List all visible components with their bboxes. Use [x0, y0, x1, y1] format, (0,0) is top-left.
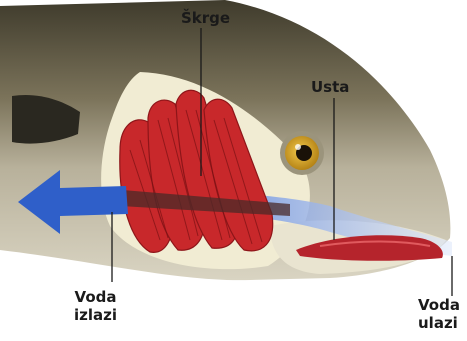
- label-water-out-line2: izlazi: [74, 306, 117, 324]
- label-mouth: Usta: [311, 78, 349, 96]
- label-water-out: Voda izlazi: [74, 288, 117, 324]
- eye-highlight: [295, 144, 301, 150]
- label-water-out-line1: Voda: [74, 288, 117, 306]
- label-gills: Škrge: [181, 9, 230, 27]
- label-water-in-line1: Voda: [418, 296, 460, 314]
- label-water-in: Voda ulazi: [418, 296, 460, 332]
- label-water-in-line2: ulazi: [418, 314, 460, 332]
